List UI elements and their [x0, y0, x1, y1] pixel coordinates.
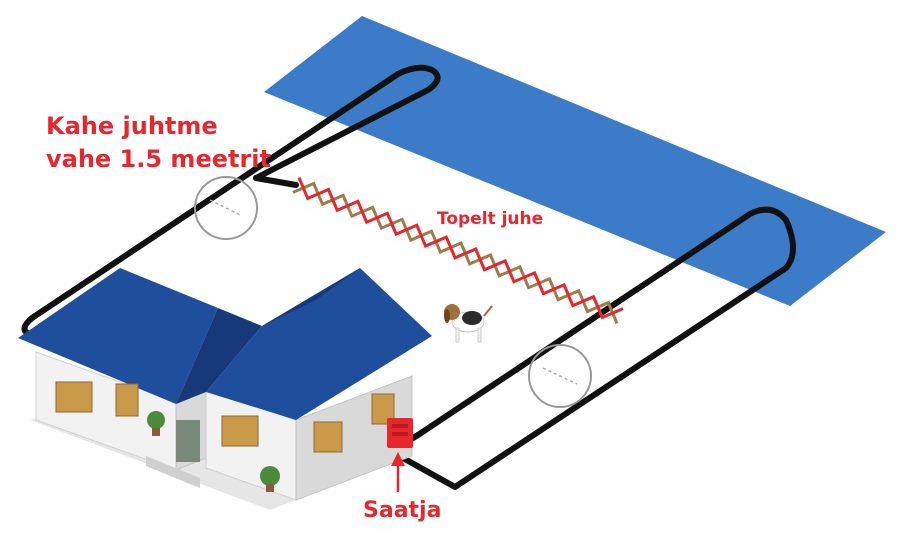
gap-marker-left: [194, 176, 258, 240]
transmitter-arrow: [391, 452, 405, 492]
transmitter-label: Saatja: [363, 498, 442, 523]
wire-gap-label: Kahe juhtme vahe 1.5 meetrit: [46, 110, 271, 176]
twisted-wire-strand-2: [297, 177, 624, 320]
dog-icon: [444, 304, 493, 343]
water-area: [264, 16, 886, 306]
twisted-double-wire: [292, 177, 624, 324]
double-wire-label: Topelt juhe: [437, 209, 544, 229]
gap-marker-right: [528, 344, 592, 408]
twisted-wire-strand-1: [292, 181, 619, 324]
boundary-wire: [21, 64, 796, 490]
house-icon: [18, 268, 432, 510]
wire-gap-label-line-1: Kahe juhtme: [46, 112, 218, 140]
wire-gap-label-line-2: vahe 1.5 meetrit: [46, 145, 271, 173]
transmitter-box-icon: [387, 418, 413, 448]
